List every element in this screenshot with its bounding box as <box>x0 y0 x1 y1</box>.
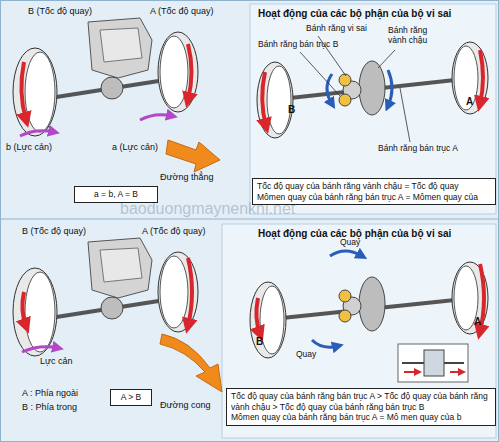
statement-text: Mômen quay của bánh răng bán trục A = Mô… <box>231 412 491 423</box>
part-label: A : Phía ngoài <box>22 388 78 398</box>
part-label: Lực cản <box>40 356 73 366</box>
part-label: Đường cong <box>160 400 210 410</box>
part-label: B <box>256 336 263 348</box>
part-label: A (Tốc độ quay) <box>142 226 206 236</box>
statement-text: A > B <box>115 392 147 403</box>
part-label: Bánh răng vi sai <box>306 24 367 34</box>
statement-box: a = b, A = B <box>74 186 158 203</box>
statement-box: A > B <box>110 389 152 406</box>
panel <box>250 4 496 214</box>
statement-text: a = b, A = B <box>79 189 153 200</box>
statement-text: Tốc độ quay của bánh răng bán trục A > T… <box>231 391 491 412</box>
differential-straight <box>257 36 488 142</box>
part-label: A <box>466 96 473 108</box>
part-label: A <box>474 316 481 328</box>
part-label: Bánh răng bán trục A <box>378 144 458 154</box>
part-label: B : Phía trong <box>22 402 77 412</box>
statement-box: Tốc độ quay của bánh răng bán trục A > T… <box>226 388 496 426</box>
part-label: Hoạt động của các bộ phận của bộ vi sai <box>258 8 451 20</box>
part-label: a (Lực cản) <box>112 142 158 152</box>
statement-text: Tốc độ quay của bánh răng vành chậu = Tố… <box>257 181 491 192</box>
part-label: Bánh răng vành chậu <box>388 26 443 46</box>
part-label: A (Tốc độ quay) <box>150 6 214 16</box>
part-label: Quay <box>340 238 360 248</box>
part-label: Đường thẳng <box>160 172 213 182</box>
part-label: B (Tốc độ quay) <box>22 226 86 236</box>
axle-curve <box>13 238 222 392</box>
panel <box>222 224 496 438</box>
part-label: B (Tốc độ quay) <box>28 6 92 16</box>
part-label: b (Lực cản) <box>6 142 52 152</box>
part-label: Quay <box>296 350 316 360</box>
part-label: Bánh răng bán trục B <box>258 40 338 50</box>
divider <box>0 219 499 220</box>
statement-text: Mômen quay của bánh răng bán trục A = Mô… <box>257 192 491 203</box>
statement-box: Tốc độ quay của bánh răng vành chậu = Tố… <box>252 178 496 205</box>
differential-curve <box>250 251 488 382</box>
part-label: B <box>288 104 295 116</box>
